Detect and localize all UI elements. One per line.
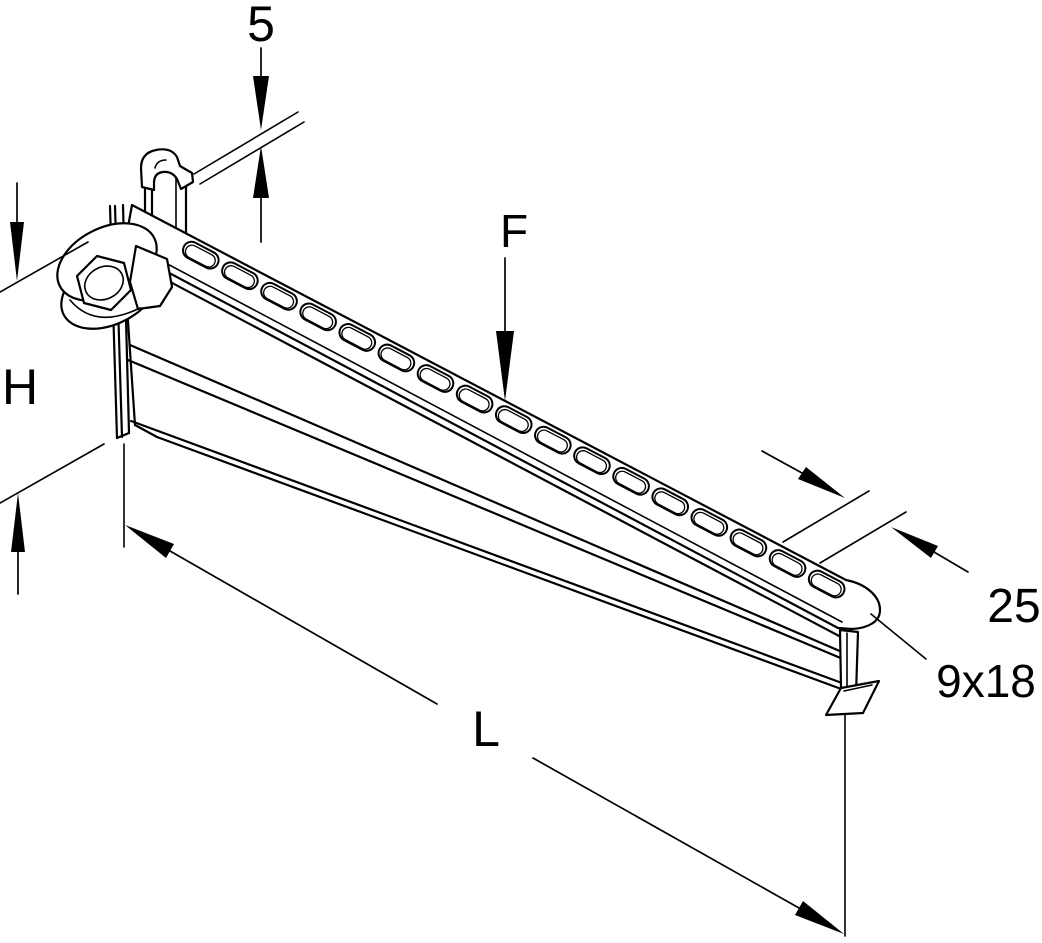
slot-hole	[534, 425, 572, 455]
end-foot	[824, 679, 881, 717]
dim-H-arrow-down	[10, 222, 24, 281]
force-label: F	[500, 205, 528, 257]
slot-hole	[690, 508, 729, 537]
hook	[139, 148, 195, 192]
force-annotation: F	[496, 205, 528, 401]
slot-size-annotation: 9x18	[870, 613, 1036, 707]
slot-hole	[573, 446, 611, 476]
dim-25-arrow-1	[798, 467, 845, 498]
arm-face-hem-line	[127, 242, 843, 623]
hook-inner-edge	[154, 159, 167, 169]
force-arrow	[496, 331, 514, 401]
arm-web	[122, 256, 846, 692]
dim-25-arrow-2	[891, 527, 938, 558]
dim-5-arrow-down	[253, 76, 269, 130]
slot-hole	[494, 405, 533, 435]
dim-L-arrow-left	[125, 525, 174, 558]
arm-slots	[182, 240, 846, 599]
clamp-lower-band	[69, 299, 141, 319]
quick-clamp	[56, 222, 174, 330]
slot-hole	[807, 569, 846, 599]
slot-hole	[221, 261, 259, 291]
dim-5-label: 5	[247, 0, 275, 52]
slot-hole	[612, 466, 650, 496]
slot-hole	[182, 240, 220, 270]
dim-25: 25	[761, 450, 1041, 633]
dim-5-arrow-up	[253, 146, 269, 198]
dim-H: H	[0, 182, 105, 595]
slot-hole	[377, 343, 416, 373]
length-label: L	[472, 701, 500, 757]
end-foot-edge	[843, 684, 873, 692]
dim-H-arrow-up	[11, 493, 25, 552]
height-label: H	[2, 359, 38, 415]
slot-hole	[299, 302, 337, 332]
slot-hole	[729, 528, 768, 558]
wall-rail-edge	[193, 111, 305, 185]
slot-hole	[338, 323, 377, 352]
slot-hole	[416, 364, 455, 393]
dim-L-arrow-right	[795, 901, 844, 934]
dim-L: L	[123, 443, 846, 937]
slot-hole	[260, 281, 298, 311]
hex-bolt-dome	[83, 265, 125, 301]
dim-5: 5	[247, 0, 275, 243]
slot-hole	[455, 384, 494, 414]
width-25-label: 25	[987, 580, 1040, 633]
slot-size-label: 9x18	[936, 655, 1036, 707]
slot-hole	[651, 487, 690, 517]
slot-hole	[768, 549, 807, 578]
